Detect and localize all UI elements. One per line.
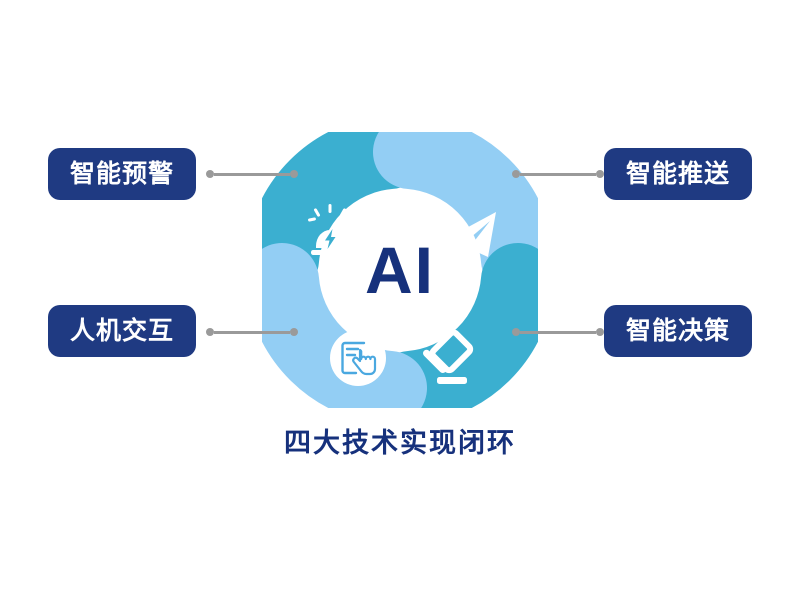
connector-dot-left <box>206 328 214 336</box>
arc-segment-decision <box>373 243 538 408</box>
connector-line <box>214 330 290 334</box>
arc-segment-interaction <box>262 243 427 408</box>
arc-segment-push <box>373 132 538 297</box>
connector-dot-right <box>596 328 604 336</box>
touch-hand-icon <box>330 330 386 386</box>
arc-segment-warning <box>262 132 427 297</box>
paper-plane-icon <box>446 212 496 262</box>
label-smart-decision[interactable]: 智能决策 <box>604 305 752 357</box>
diagram-caption: 四大技术实现闭环 <box>284 428 516 458</box>
connector-dot-left <box>512 328 520 336</box>
connector-line <box>214 172 290 176</box>
ai-closed-loop-donut <box>262 132 538 408</box>
connector-dot-right <box>290 170 298 178</box>
connector-warning <box>206 170 298 178</box>
gavel-icon <box>423 329 474 384</box>
label-human-machine-interaction[interactable]: 人机交互 <box>48 305 196 357</box>
label-smart-warning[interactable]: 智能预警 <box>48 148 196 200</box>
connector-dot-left <box>512 170 520 178</box>
connector-line <box>520 172 596 176</box>
alarm-siren-icon <box>308 204 352 255</box>
connector-dot-left <box>206 170 214 178</box>
label-smart-push[interactable]: 智能推送 <box>604 148 752 200</box>
connector-decision <box>512 328 604 336</box>
connector-dot-right <box>596 170 604 178</box>
connector-interaction <box>206 328 298 336</box>
connector-line <box>520 330 596 334</box>
connector-push <box>512 170 604 178</box>
connector-dot-right <box>290 328 298 336</box>
